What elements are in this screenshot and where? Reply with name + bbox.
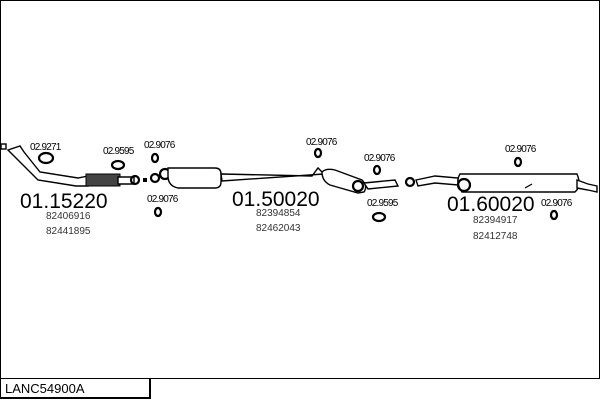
clamp-icon — [37, 151, 55, 165]
rubber-mount-icon — [150, 152, 160, 164]
fitting-label: 02.9595 — [103, 146, 135, 157]
fitting-label: 02.9076 — [364, 153, 396, 164]
diagram-code: LANC54900A — [0, 378, 151, 399]
oem-number: 82394917 — [473, 215, 518, 226]
rubber-mount-icon — [372, 164, 382, 176]
fitting-label: 02.9076 — [541, 198, 573, 209]
rubber-mount-icon — [153, 206, 163, 218]
fitting-label: 02.9271 — [30, 142, 62, 153]
oem-number: 82394854 — [256, 208, 301, 219]
rubber-mount-icon — [549, 209, 559, 221]
part-number: 01.15220 — [20, 190, 108, 213]
centre-box-drawing — [321, 168, 416, 194]
part-number: 01.50020 — [232, 188, 320, 211]
oem-number: 82406916 — [46, 211, 91, 222]
fitting-label: 02.9076 — [306, 137, 338, 148]
front-pipe-drawing — [0, 143, 147, 187]
fitting-label: 02.9076 — [147, 194, 179, 205]
fitting-label: 02.9595 — [367, 198, 399, 209]
rubber-mount-icon — [513, 156, 523, 168]
fitting-label: 02.9076 — [144, 140, 176, 151]
rubber-mount-icon — [313, 147, 323, 159]
rear-muffler-drawing — [415, 173, 598, 193]
gasket-ring-icon — [110, 159, 126, 171]
middle-muffler-drawing — [149, 166, 326, 189]
oem-number: 82441895 — [46, 226, 91, 237]
oem-number: 82412748 — [473, 231, 518, 242]
fitting-label: 02.9076 — [505, 144, 537, 155]
oem-number: 82462043 — [256, 223, 301, 234]
gasket-ring-icon — [371, 211, 387, 223]
part-number: 01.60020 — [447, 193, 535, 216]
